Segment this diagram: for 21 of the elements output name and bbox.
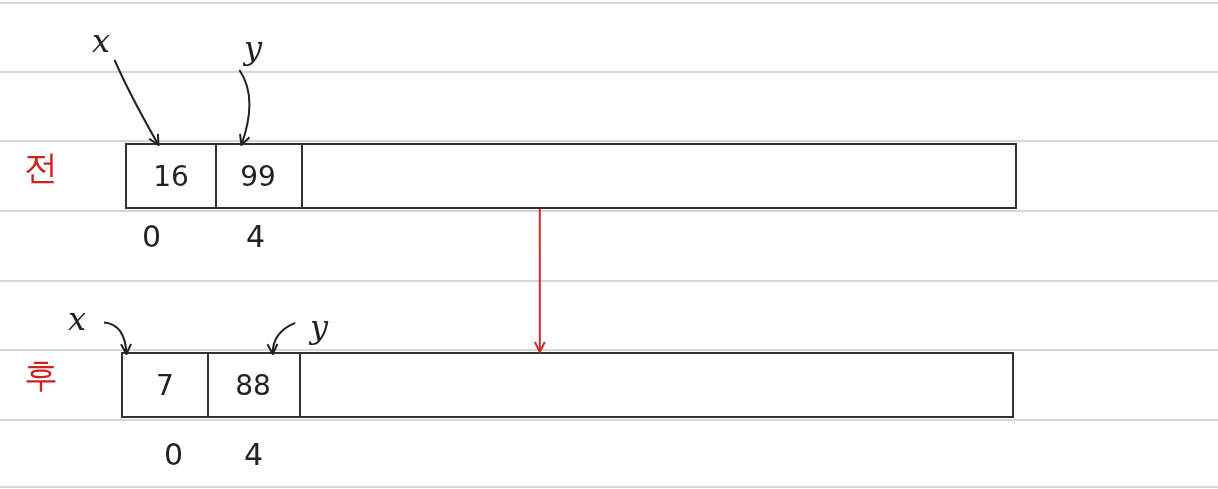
memory-cell: 88: [207, 354, 301, 416]
arrow: [533, 208, 546, 353]
memory-array: [125, 143, 1017, 209]
arrow: [238, 69, 251, 146]
variable-label: y: [302, 306, 336, 348]
memory-cell: 99: [215, 145, 303, 207]
index-label: 0: [142, 222, 162, 252]
variable-label: y: [236, 26, 270, 70]
memory-cell: 7: [123, 354, 209, 416]
state-label: 후: [24, 358, 58, 392]
arrow: [113, 59, 160, 146]
index-label: 4: [246, 222, 266, 252]
memory-cell: 16: [127, 145, 217, 207]
variable-label: x: [62, 302, 92, 336]
state-label: 전: [24, 150, 58, 184]
arrow: [103, 321, 132, 355]
index-label: 4: [244, 440, 264, 470]
variable-label: x: [84, 22, 118, 60]
arrow: [266, 321, 297, 355]
memory-array: [121, 352, 1014, 418]
index-label: 0: [164, 440, 184, 470]
